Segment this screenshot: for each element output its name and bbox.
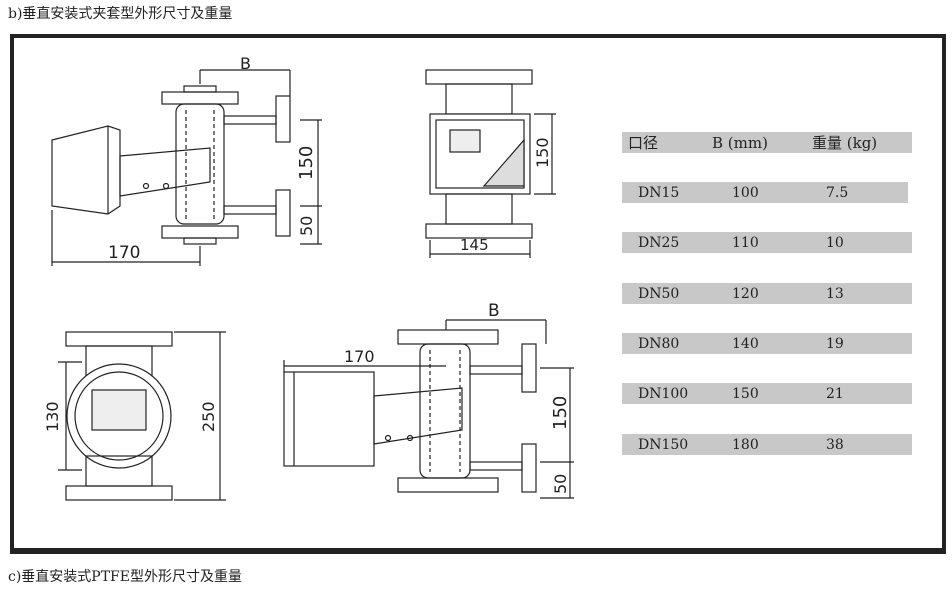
cell-b: 110 (732, 234, 759, 251)
header-b: B (mm) (712, 133, 768, 152)
cell-b: 100 (732, 184, 759, 201)
cell-b: 150 (732, 385, 759, 402)
cell-caliber: DN15 (638, 184, 680, 201)
view4-dim-50: 50 (551, 474, 570, 494)
cell-caliber: DN100 (638, 385, 689, 402)
view1-dim-50: 50 (297, 216, 316, 236)
cell-caliber: DN25 (638, 234, 680, 251)
caption-top: b)垂直安装式夹套型外形尺寸及重量 (8, 6, 233, 22)
view2-dim-145: 145 (460, 236, 489, 254)
cell-weight: 7.5 (826, 184, 849, 201)
table-row: DN100 150 21 (622, 383, 912, 404)
cell-weight: 19 (826, 335, 844, 352)
cell-weight: 10 (826, 234, 844, 251)
table-row: DN80 140 19 (622, 333, 912, 354)
table-row: DN25 110 10 (622, 232, 912, 253)
view4-dim-170: 170 (344, 347, 375, 366)
cell-weight: 38 (826, 436, 844, 453)
view4-side-view (283, 319, 574, 499)
view1-dim-150: 150 (296, 146, 317, 180)
cell-weight: 21 (826, 385, 844, 402)
cell-weight: 13 (826, 285, 844, 302)
cell-caliber: DN150 (638, 436, 689, 453)
view2-front-view (425, 69, 556, 258)
cell-b: 180 (732, 436, 759, 453)
table-header: 口径 B (mm) 重量 (kg) (622, 132, 912, 153)
table-row: DN15 100 7.5 (622, 182, 908, 203)
view1-dim-b: B (240, 54, 251, 73)
view4-dim-b: B (488, 301, 500, 321)
cell-caliber: DN50 (638, 285, 680, 302)
view1-side-view (51, 69, 322, 266)
cell-b: 120 (732, 285, 759, 302)
view3-round-front-view (58, 331, 226, 501)
header-caliber: 口径 (628, 134, 659, 152)
view3-dim-250: 250 (199, 401, 218, 432)
cell-caliber: DN80 (638, 335, 680, 352)
view4-dim-150: 150 (550, 396, 571, 430)
view1-dim-170: 170 (108, 243, 140, 263)
cell-b: 140 (732, 335, 759, 352)
table-row: DN50 120 13 (622, 283, 912, 304)
table-row: DN150 180 38 (622, 434, 912, 455)
view2-dim-150: 150 (533, 137, 552, 168)
view3-dim-130: 130 (43, 401, 62, 432)
caption-bottom: c)垂直安装式PTFE型外形尺寸及重量 (8, 569, 242, 585)
header-weight: 重量 (kg) (812, 134, 878, 152)
